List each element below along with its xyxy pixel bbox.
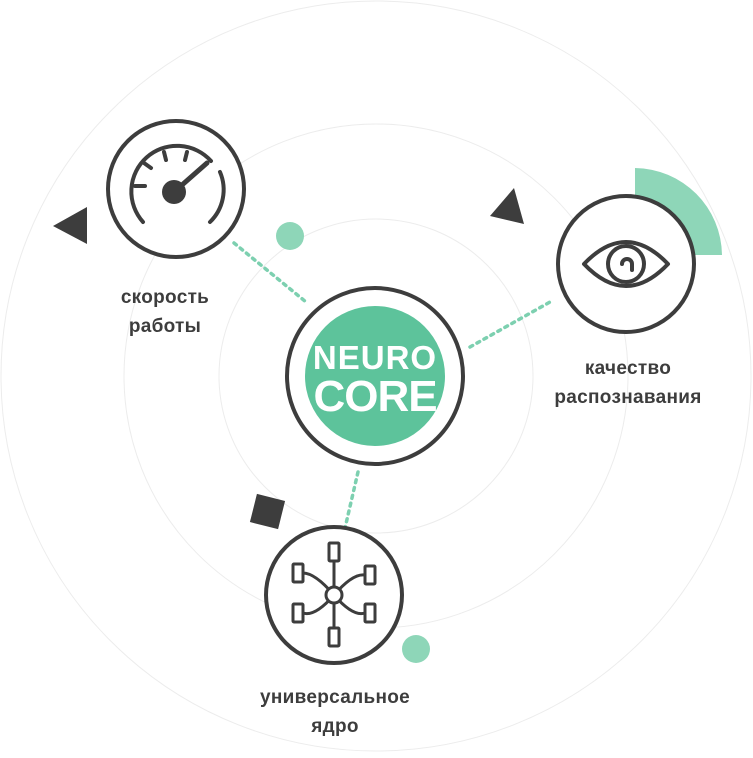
core-label: универсальное ядро: [225, 683, 445, 741]
connectors: [232, 241, 552, 530]
connector-speed: [232, 241, 308, 304]
accent-dot-bottom: [402, 635, 430, 663]
decorations: [53, 168, 722, 663]
network-nodes-icon: [291, 541, 377, 648]
ring-inner: [218, 218, 534, 534]
quality-node-ring: [556, 194, 696, 334]
speedometer-icon: [129, 143, 226, 224]
speed-node: [106, 119, 246, 259]
logo-line-core: CORE: [313, 372, 436, 421]
accent-arc: [635, 168, 722, 255]
accent-dot-top: [276, 222, 304, 250]
square-bottom-left: [249, 493, 286, 530]
core-label-line1: универсальное: [260, 687, 410, 708]
quality-label: качество распознавания: [528, 354, 728, 412]
center-node: NEURO CORE: [285, 286, 465, 466]
logo-line-neuro: NEURO: [313, 339, 437, 376]
speed-label-line2: работы: [128, 316, 202, 337]
center-node-fill: [305, 306, 445, 446]
connector-core: [343, 470, 360, 530]
core-node: [264, 525, 404, 665]
triangle-left: [53, 207, 87, 244]
quality-node: [556, 194, 696, 334]
quality-label-line2: распознавания: [554, 387, 702, 408]
quality-label-line1: качество: [584, 358, 672, 379]
speed-label-line1: скорость: [120, 287, 210, 308]
triangle-top-right: [490, 188, 524, 224]
eye-icon: [582, 240, 670, 288]
core-label-line2: ядро: [311, 716, 359, 737]
connector-quality: [468, 300, 552, 349]
speed-label: скорость работы: [85, 283, 245, 341]
